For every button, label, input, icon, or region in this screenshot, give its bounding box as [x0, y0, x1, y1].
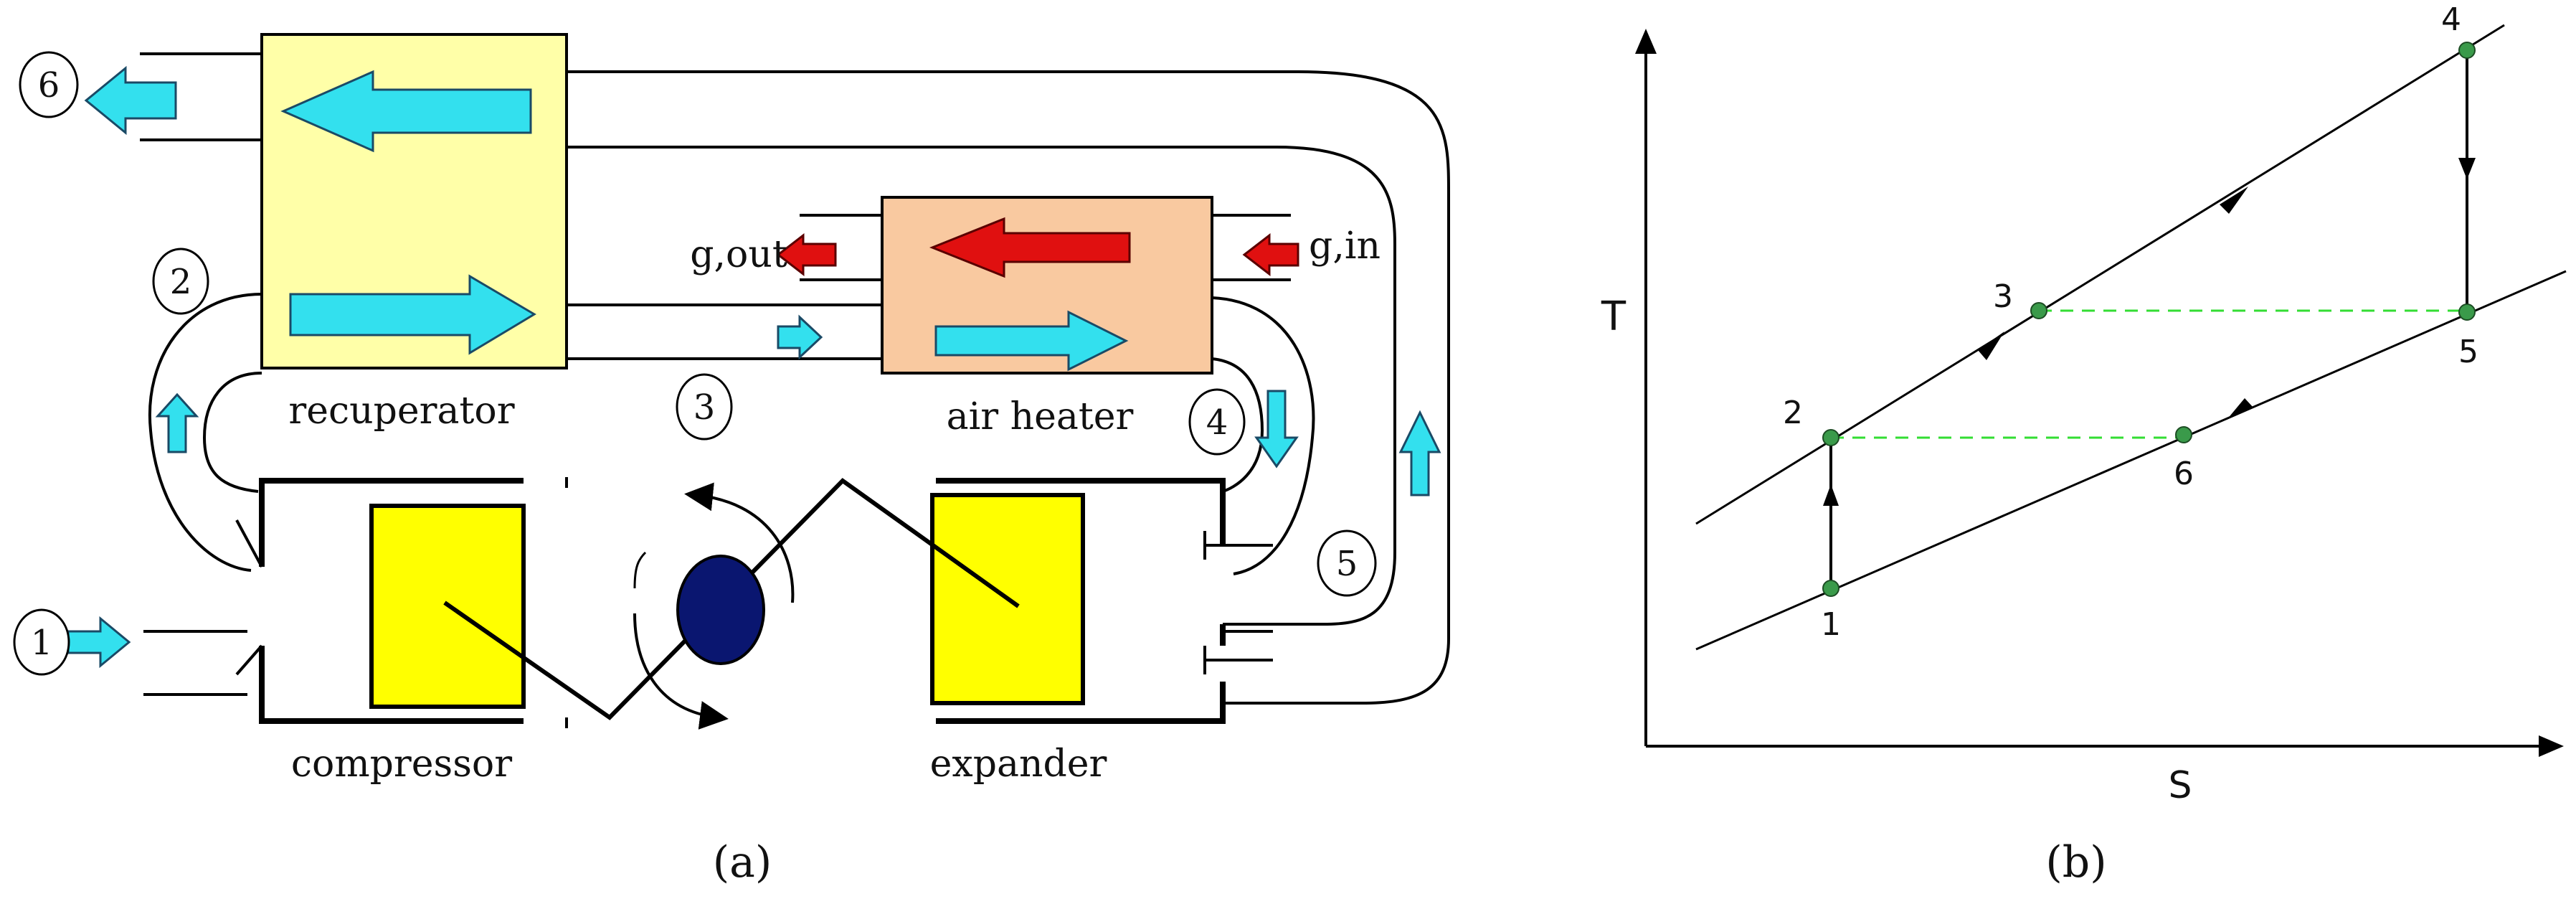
- stream-4-down-arrow: [1254, 390, 1299, 469]
- state-circle-2: [152, 248, 209, 315]
- rotation-arrow-bottom: [633, 613, 729, 730]
- state-circle-1: [13, 608, 70, 676]
- label-air-heater: air heater: [947, 395, 1134, 438]
- x-axis-label: S: [2168, 764, 2192, 807]
- stream-5-up-arrow: [1398, 410, 1441, 496]
- compressor-piston: [369, 504, 526, 709]
- ts-point-6: [2175, 426, 2192, 443]
- ts-label-1: 1: [1821, 606, 1841, 643]
- ts-label-2: 2: [1783, 395, 1803, 431]
- ts-point-1: [1822, 580, 1839, 597]
- flywheel: [676, 555, 765, 665]
- ts-label-5: 5: [2458, 334, 2478, 370]
- gas-out-arrow: [776, 232, 837, 277]
- ts-point-5: [2458, 303, 2476, 321]
- label-gas-in: g,in: [1309, 225, 1381, 268]
- compressor-valve-bottom: [235, 644, 263, 676]
- label-compressor: compressor: [291, 743, 512, 786]
- stream-2-up-arrow: [155, 392, 199, 453]
- arrow-5-6: [2227, 398, 2253, 420]
- compressor-cylinder: [259, 478, 524, 724]
- panel-a: 6 2 3 4 5 1 recuperator air heater compr…: [13, 33, 1450, 887]
- recuperator-cold-arrow: [289, 274, 536, 355]
- recuperator-hot-arrow: [280, 70, 532, 153]
- state-label-6: 6: [38, 65, 60, 105]
- rotation-arc-left: [633, 551, 647, 589]
- state-label-3: 3: [693, 387, 716, 428]
- state-label-4: 4: [1206, 402, 1228, 443]
- ts-label-4: 4: [2441, 1, 2461, 38]
- caption-a: (a): [713, 837, 772, 887]
- ts-label-3: 3: [1993, 278, 2013, 315]
- state-circle-3: [676, 373, 733, 441]
- state-label-5: 5: [1336, 544, 1358, 584]
- stream-6-arrow: [84, 65, 177, 136]
- stream-1-arrow: [67, 616, 131, 669]
- ts-point-3: [2030, 302, 2047, 319]
- air-heater-air-arrow: [934, 310, 1129, 372]
- low-pressure-line: [1695, 270, 2567, 651]
- arrow-2-3: [1978, 331, 2004, 360]
- y-axis-arrowhead: [1635, 29, 1657, 54]
- pipe-recuperator-to-expander-outer: [567, 70, 1450, 705]
- pipe-compressor-to-recuperator-inner: [202, 372, 262, 493]
- label-expander: expander: [930, 743, 1107, 786]
- pipe-heater-to-expander-inner: [1211, 357, 1264, 493]
- pipe-heater-to-expander-outer: [1211, 296, 1315, 575]
- state-circle-4: [1188, 388, 1246, 456]
- expander-cylinder: [936, 478, 1226, 724]
- arrow-3-4: [2220, 187, 2248, 214]
- x-axis-arrowhead: [2539, 735, 2564, 757]
- y-axis-label: T: [1601, 293, 1626, 340]
- label-gas-out: g,out: [690, 233, 787, 276]
- process-1-2-arrow: [1823, 484, 1839, 506]
- pipe-compressor-to-recuperator-outer: [148, 293, 262, 572]
- compressor-valve-top: [235, 519, 263, 568]
- state-circle-6: [19, 51, 79, 118]
- air-heater-gas-arrow: [929, 217, 1131, 278]
- label-recuperator: recuperator: [288, 390, 514, 433]
- state-label-2: 2: [170, 262, 192, 302]
- panel-b: T S 1 2 3 4 5 6 (b): [1601, 1, 2567, 887]
- state-label-1: 1: [31, 623, 53, 663]
- stream-3-arrow: [777, 314, 823, 360]
- caption-b: (b): [2045, 837, 2106, 887]
- gas-in-arrow: [1242, 232, 1299, 277]
- rotation-arrow-top: [684, 482, 795, 603]
- ts-label-6: 6: [2174, 456, 2194, 492]
- process-4-5-arrow: [2458, 158, 2476, 179]
- ts-point-4: [2458, 42, 2476, 59]
- state-circle-5: [1317, 529, 1377, 597]
- high-pressure-line: [1695, 24, 2505, 525]
- ts-point-2: [1822, 429, 1839, 446]
- pipe-recuperator-to-expander-inner: [567, 146, 1396, 626]
